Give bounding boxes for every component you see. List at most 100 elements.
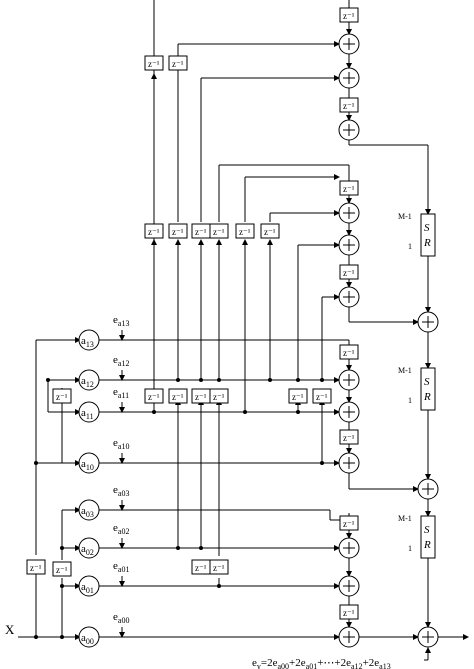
svg-text:a13: a13 xyxy=(81,335,94,349)
delay-z-inverse: z⁻¹ xyxy=(191,559,211,575)
delay-z-inverse: z⁻¹ xyxy=(260,223,280,239)
delay-z-inverse: z⁻¹ xyxy=(168,223,188,239)
svg-text:a10: a10 xyxy=(81,458,94,472)
svg-text:M-1: M-1 xyxy=(398,366,412,375)
multiplier-a02: a02 xyxy=(78,537,100,559)
svg-text:z⁻¹: z⁻¹ xyxy=(343,519,355,529)
svg-text:ea12: ea12 xyxy=(113,354,129,368)
adder xyxy=(338,575,360,597)
delay-z-inverse: z⁻¹ xyxy=(144,223,164,239)
svg-text:a03: a03 xyxy=(81,505,94,519)
svg-text:z⁻¹: z⁻¹ xyxy=(343,348,355,358)
delay-z-inverse: z⁻¹ xyxy=(209,223,229,239)
delay-z-inverse: z⁻¹ xyxy=(339,429,359,445)
svg-text:a00: a00 xyxy=(81,632,94,646)
error-label-a10: ea10 xyxy=(113,437,129,451)
delay-z-inverse: z⁻¹ xyxy=(144,388,164,404)
svg-text:1: 1 xyxy=(408,544,412,553)
svg-text:M-1: M-1 xyxy=(398,212,412,221)
svg-text:ea11: ea11 xyxy=(113,386,129,400)
delay-z-inverse: z⁻¹ xyxy=(339,180,359,196)
delay-z-inverse: z⁻¹ xyxy=(191,223,211,239)
svg-text:z⁻¹: z⁻¹ xyxy=(343,11,355,21)
delay-z-inverse: z⁻¹ xyxy=(339,264,359,280)
delay-z-inverse: z⁻¹ xyxy=(191,388,211,404)
delay-z-inverse: z⁻¹ xyxy=(339,515,359,531)
svg-text:z⁻¹: z⁻¹ xyxy=(195,392,207,402)
svg-text:ea03: ea03 xyxy=(113,484,129,498)
svg-text:z⁻¹: z⁻¹ xyxy=(195,227,207,237)
error-label-a03: ea03 xyxy=(113,484,129,498)
shift-register: SRM-11 xyxy=(398,212,436,257)
error-label-a13: ea13 xyxy=(113,314,129,328)
svg-text:z⁻¹: z⁻¹ xyxy=(172,392,184,402)
multiplier-a03: a03 xyxy=(78,499,100,521)
delay-z-inverse: z⁻¹ xyxy=(52,388,72,404)
svg-text:1: 1 xyxy=(408,242,412,251)
delay-z-inverse: z⁻¹ xyxy=(168,388,188,404)
svg-text:z⁻¹: z⁻¹ xyxy=(292,392,304,402)
multiplier-a12: a12 xyxy=(78,369,100,391)
svg-text:z⁻¹: z⁻¹ xyxy=(148,392,160,402)
svg-text:z⁻¹: z⁻¹ xyxy=(343,268,355,278)
multiplier-a01: a01 xyxy=(78,575,100,597)
svg-text:1: 1 xyxy=(408,396,412,405)
svg-text:z⁻¹: z⁻¹ xyxy=(316,392,328,402)
svg-text:z⁻¹: z⁻¹ xyxy=(56,392,68,402)
svg-text:z⁻¹: z⁻¹ xyxy=(239,227,251,237)
error-labels: ea13 ea12 ea11 ea10 ea03 ea02 ea01 ea00 xyxy=(113,314,129,625)
svg-text:R: R xyxy=(423,391,431,403)
error-label-a00: ea00 xyxy=(113,611,129,625)
delay-z-inverse: z⁻¹ xyxy=(144,55,164,71)
input-label: X xyxy=(5,622,15,637)
svg-text:R: R xyxy=(423,237,431,249)
svg-text:z⁻¹: z⁻¹ xyxy=(264,227,276,237)
adder xyxy=(338,369,360,391)
adder xyxy=(338,626,360,648)
svg-text:ea02: ea02 xyxy=(113,522,129,536)
adder xyxy=(338,286,360,308)
wiring xyxy=(18,0,469,661)
svg-text:z⁻¹: z⁻¹ xyxy=(30,563,42,573)
svg-text:a01: a01 xyxy=(81,581,94,595)
delay-z-inverse: z⁻¹ xyxy=(339,604,359,620)
adder xyxy=(417,478,439,500)
adder xyxy=(338,119,360,141)
adder-nodes xyxy=(338,33,439,648)
adder xyxy=(417,311,439,333)
svg-text:ea00: ea00 xyxy=(113,611,129,625)
multiplier-a11: a11 xyxy=(78,401,100,423)
svg-text:S: S xyxy=(424,376,430,388)
coefficient-multipliers: a13 a12 a11 a10 a03 a02 a01 a00 xyxy=(78,329,100,648)
multiplier-a13: a13 xyxy=(78,329,100,351)
delay-z-inverse: z⁻¹ xyxy=(209,388,229,404)
adder xyxy=(338,234,360,256)
error-label-a12: ea12 xyxy=(113,354,129,368)
shift-register: SRM-11 xyxy=(398,514,436,559)
multiplier-a00: a00 xyxy=(78,626,100,648)
delay-z-inverse: z⁻¹ xyxy=(168,55,188,71)
svg-text:z⁻¹: z⁻¹ xyxy=(172,227,184,237)
adder xyxy=(338,67,360,89)
svg-text:z⁻¹: z⁻¹ xyxy=(343,184,355,194)
svg-text:z⁻¹: z⁻¹ xyxy=(213,392,225,402)
svg-text:z⁻¹: z⁻¹ xyxy=(148,59,160,69)
multiplier-a10: a10 xyxy=(78,452,100,474)
svg-text:R: R xyxy=(423,539,431,551)
svg-text:S: S xyxy=(424,524,430,536)
svg-text:ea01: ea01 xyxy=(113,560,129,574)
adder xyxy=(338,401,360,423)
svg-text:z⁻¹: z⁻¹ xyxy=(343,433,355,443)
adder xyxy=(338,452,360,474)
svg-text:a12: a12 xyxy=(81,375,94,389)
delay-z-inverse: z⁻¹ xyxy=(209,559,229,575)
svg-text:z⁻¹: z⁻¹ xyxy=(213,227,225,237)
delay-elements: z⁻¹ z⁻¹ z⁻¹ z⁻¹ z⁻¹ z⁻¹ z⁻¹ z⁻¹ z⁻¹ z⁻¹ z⁻¹ z⁻¹ z⁻¹ z… xyxy=(26,7,359,620)
adder xyxy=(338,33,360,55)
adder xyxy=(338,202,360,224)
delay-z-inverse: z⁻¹ xyxy=(339,7,359,23)
svg-text:z⁻¹: z⁻¹ xyxy=(172,59,184,69)
delay-z-inverse: z⁻¹ xyxy=(235,223,255,239)
